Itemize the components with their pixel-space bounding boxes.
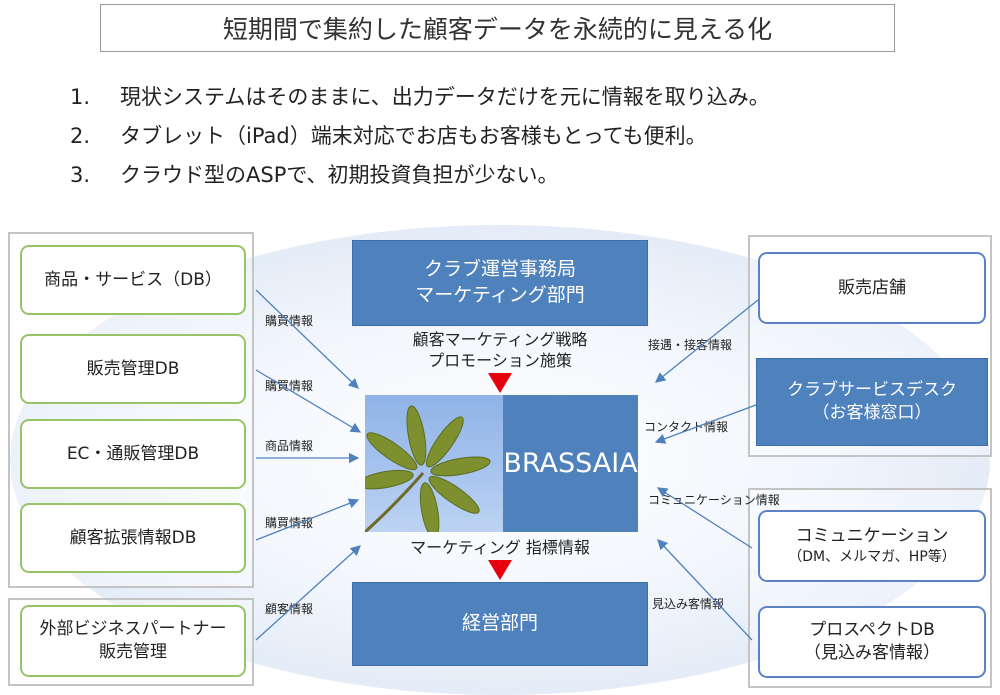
club-office-line-1: クラブ運営事務局 <box>423 258 576 281</box>
point-text: 現状システムはそのままに、出力データだけを元に情報を取り込み。 <box>120 85 770 109</box>
communication-line-1: コミュニケーション <box>795 526 949 547</box>
arrow-partner-to-center <box>255 545 361 641</box>
flow-label-purchase-3: 購買情報 <box>265 516 314 530</box>
service-desk-line-2: （お客様窓口） <box>812 403 932 423</box>
service-desk-box: クラブサービスデスク （お客様窓口） <box>756 358 988 446</box>
service-desk-line-1: クラブサービスデスク <box>787 380 957 401</box>
arrow-sales-to-center <box>255 369 362 433</box>
page-title: 短期間で集約した顧客データを永続的に見える化 <box>100 4 895 52</box>
flow-label-prospect: 見込み客情報 <box>652 597 725 611</box>
store-box: 販売店舗 <box>758 252 986 324</box>
point-1: 1. 現状システムはそのままに、出力データだけを元に情報を取り込み。 <box>70 78 970 117</box>
down-arrow-bottom <box>488 560 512 580</box>
strategy-line-1: 顧客マーケティング戦略 <box>412 330 588 349</box>
key-points: 1. 現状システムはそのままに、出力データだけを元に情報を取り込み。 2. タブレッ… <box>70 78 970 195</box>
partner-line-1: 外部ビジネスパートナー <box>39 619 227 640</box>
ec-mail-order-db-box: EC・通販管理DB <box>20 419 246 489</box>
point-number: 1. <box>70 85 91 109</box>
brassaia-box: BRASSAIA <box>503 395 638 532</box>
partner-line-2: 販売管理 <box>99 642 167 662</box>
flow-label-hospitality: 接遇・接客情報 <box>648 338 733 352</box>
flow-label-communication: コミュニケーション情報 <box>648 493 780 507</box>
kpi-label: マーケティング 指標情報 <box>410 538 590 557</box>
arrow-prospect-to-center <box>657 539 753 641</box>
down-arrow-top <box>488 373 512 393</box>
club-office-box: クラブ運営事務局 マーケティング部門 <box>352 240 648 326</box>
club-office-line-2: マーケティング部門 <box>415 284 585 306</box>
arrow-desk-to-center <box>654 404 757 444</box>
external-partner-box: 外部ビジネスパートナー 販売管理 <box>20 605 246 677</box>
communication-line-2: （DM、メルマガ、HP等） <box>788 549 956 566</box>
point-text: タブレット（iPad）端末対応でお店もお客様もとっても便利。 <box>120 124 707 148</box>
point-number: 3. <box>70 163 91 187</box>
prospect-line-2: （見込み客情報） <box>804 643 940 663</box>
point-3: 3. クラウド型のASPで、初期投資負担が少ない。 <box>70 156 970 195</box>
point-text: クラウド型のASPで、初期投資負担が少ない。 <box>120 163 559 187</box>
sales-management-db-box: 販売管理DB <box>20 334 246 404</box>
leaf-icon <box>365 405 491 532</box>
leaf-photo <box>365 395 503 532</box>
communication-box: コミュニケーション （DM、メルマガ、HP等） <box>758 510 986 582</box>
product-service-db-box: 商品・サービス（DB） <box>20 245 246 315</box>
strategy-label: 顧客マーケティング戦略 プロモーション施策 <box>352 330 648 372</box>
arrow-customer-ext-to-center <box>255 498 360 541</box>
arrow-store-to-center <box>654 299 759 383</box>
flow-label-customer: 顧客情報 <box>265 602 314 616</box>
prospect-line-1: プロスペクトDB <box>809 620 935 641</box>
point-2: 2. タブレット（iPad）端末対応でお店もお客様もとっても便利。 <box>70 117 970 156</box>
point-number: 2. <box>70 124 91 148</box>
arrow-comm-to-center <box>656 487 753 549</box>
customer-extended-db-box: 顧客拡張情報DB <box>20 503 246 573</box>
management-box: 経営部門 <box>352 582 648 666</box>
arrow-product-to-center <box>255 289 359 389</box>
prospect-db-box: プロスペクトDB （見込み客情報） <box>758 606 986 678</box>
strategy-line-2: プロモーション施策 <box>428 350 572 370</box>
flow-label-product: 商品情報 <box>265 439 314 453</box>
